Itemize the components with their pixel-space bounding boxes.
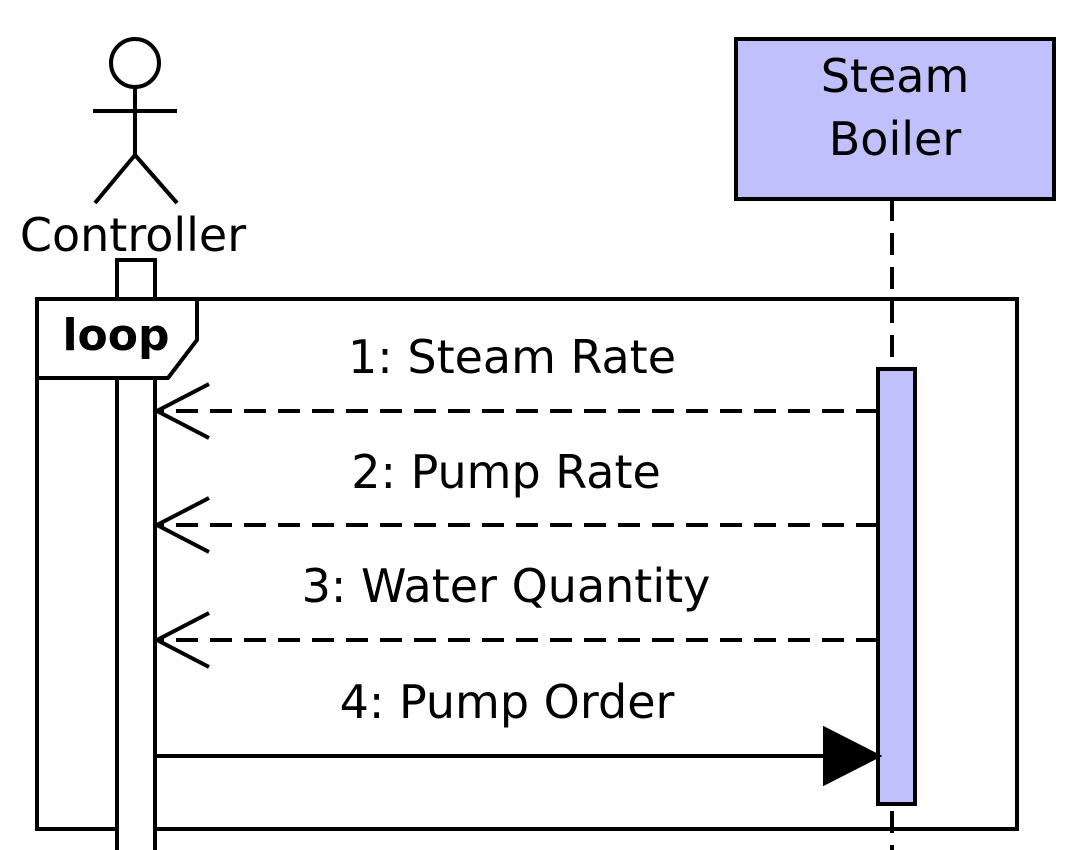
actor-left-leg — [93, 153, 137, 205]
actor-right-leg — [133, 153, 179, 205]
message-1-arrowhead — [152, 382, 210, 440]
message-2-arrowhead — [152, 496, 210, 554]
participant-activation-bar — [876, 367, 917, 806]
message-2-label: 2: Pump Rate — [351, 445, 661, 499]
controller-activation-overlay — [115, 376, 157, 850]
loop-frame-label: loop — [62, 310, 169, 361]
message-4-label: 4: Pump Order — [340, 675, 675, 729]
message-3-arrowhead — [152, 611, 210, 669]
loop-frame-tab — [35, 297, 199, 380]
actor-head — [109, 37, 161, 89]
participant-label-line1: Steam — [821, 49, 970, 103]
participant-label-line2: Boiler — [829, 112, 962, 166]
message-1-label: 1: Steam Rate — [348, 330, 676, 384]
controller-actor — [93, 37, 179, 205]
message-3-label: 3: Water Quantity — [302, 559, 711, 613]
actor-label: Controller — [20, 208, 246, 262]
participant-box — [734, 37, 1056, 201]
message-4-arrowhead — [823, 725, 883, 787]
loop-frame — [35, 297, 1019, 831]
